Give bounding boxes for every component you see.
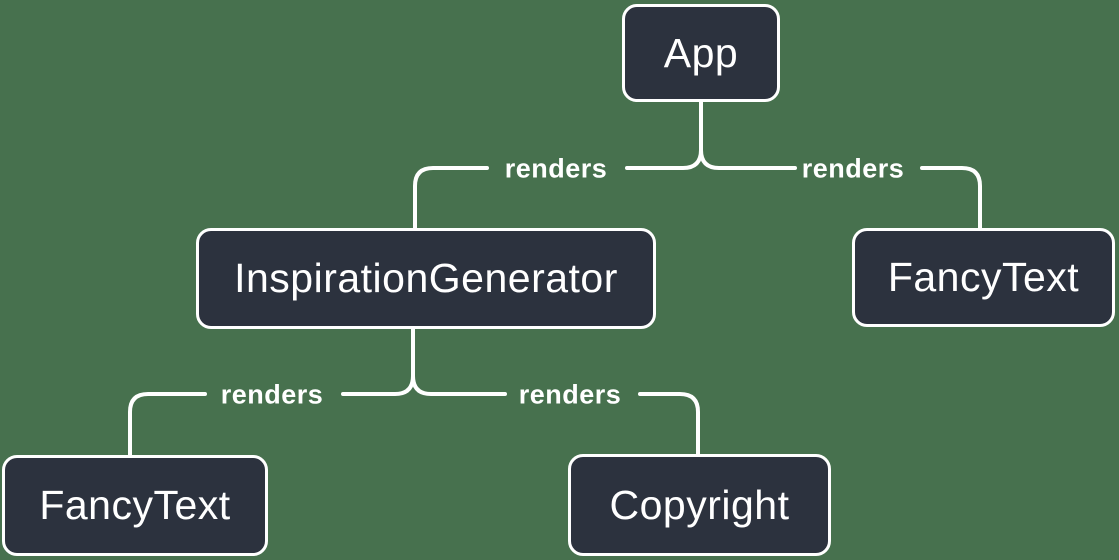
- node-fancy-text-bottom: FancyText: [2, 455, 268, 556]
- edge-app-to-fancy-text-end: [920, 166, 982, 230]
- edge-inspiration-generator-to-fancy-text-end: [128, 392, 207, 457]
- node-app-label: App: [663, 29, 739, 76]
- node-copyright-label: Copyright: [609, 481, 790, 528]
- edge-label-renders-inspiration-generator-copyright: renders: [518, 379, 622, 410]
- edge-label-renders-inspiration-generator-fancy-text: renders: [220, 379, 324, 410]
- node-copyright: Copyright: [568, 454, 831, 556]
- node-inspiration-generator: InspirationGenerator: [196, 228, 656, 329]
- node-fancy-text-top: FancyText: [852, 228, 1115, 327]
- edge-app-to-fancy-text-start: [699, 100, 797, 170]
- edge-app-to-inspiration-generator-start: [625, 100, 703, 170]
- edge-inspiration-generator-to-copyright-end: [638, 392, 700, 456]
- edge-label-renders-app-inspiration-generator: renders: [504, 153, 608, 184]
- edge-label-renders-app-fancy-text: renders: [801, 153, 905, 184]
- node-inspiration-generator-label: InspirationGenerator: [234, 255, 618, 301]
- edge-inspiration-generator-to-fancy-text-start: [341, 326, 415, 396]
- node-fancy-text-bottom-label: FancyText: [39, 482, 231, 528]
- edge-inspiration-generator-to-copyright-start: [411, 326, 507, 396]
- node-fancy-text-top-label: FancyText: [887, 254, 1080, 300]
- node-app: App: [622, 4, 780, 102]
- edge-app-to-inspiration-generator-end: [413, 166, 489, 230]
